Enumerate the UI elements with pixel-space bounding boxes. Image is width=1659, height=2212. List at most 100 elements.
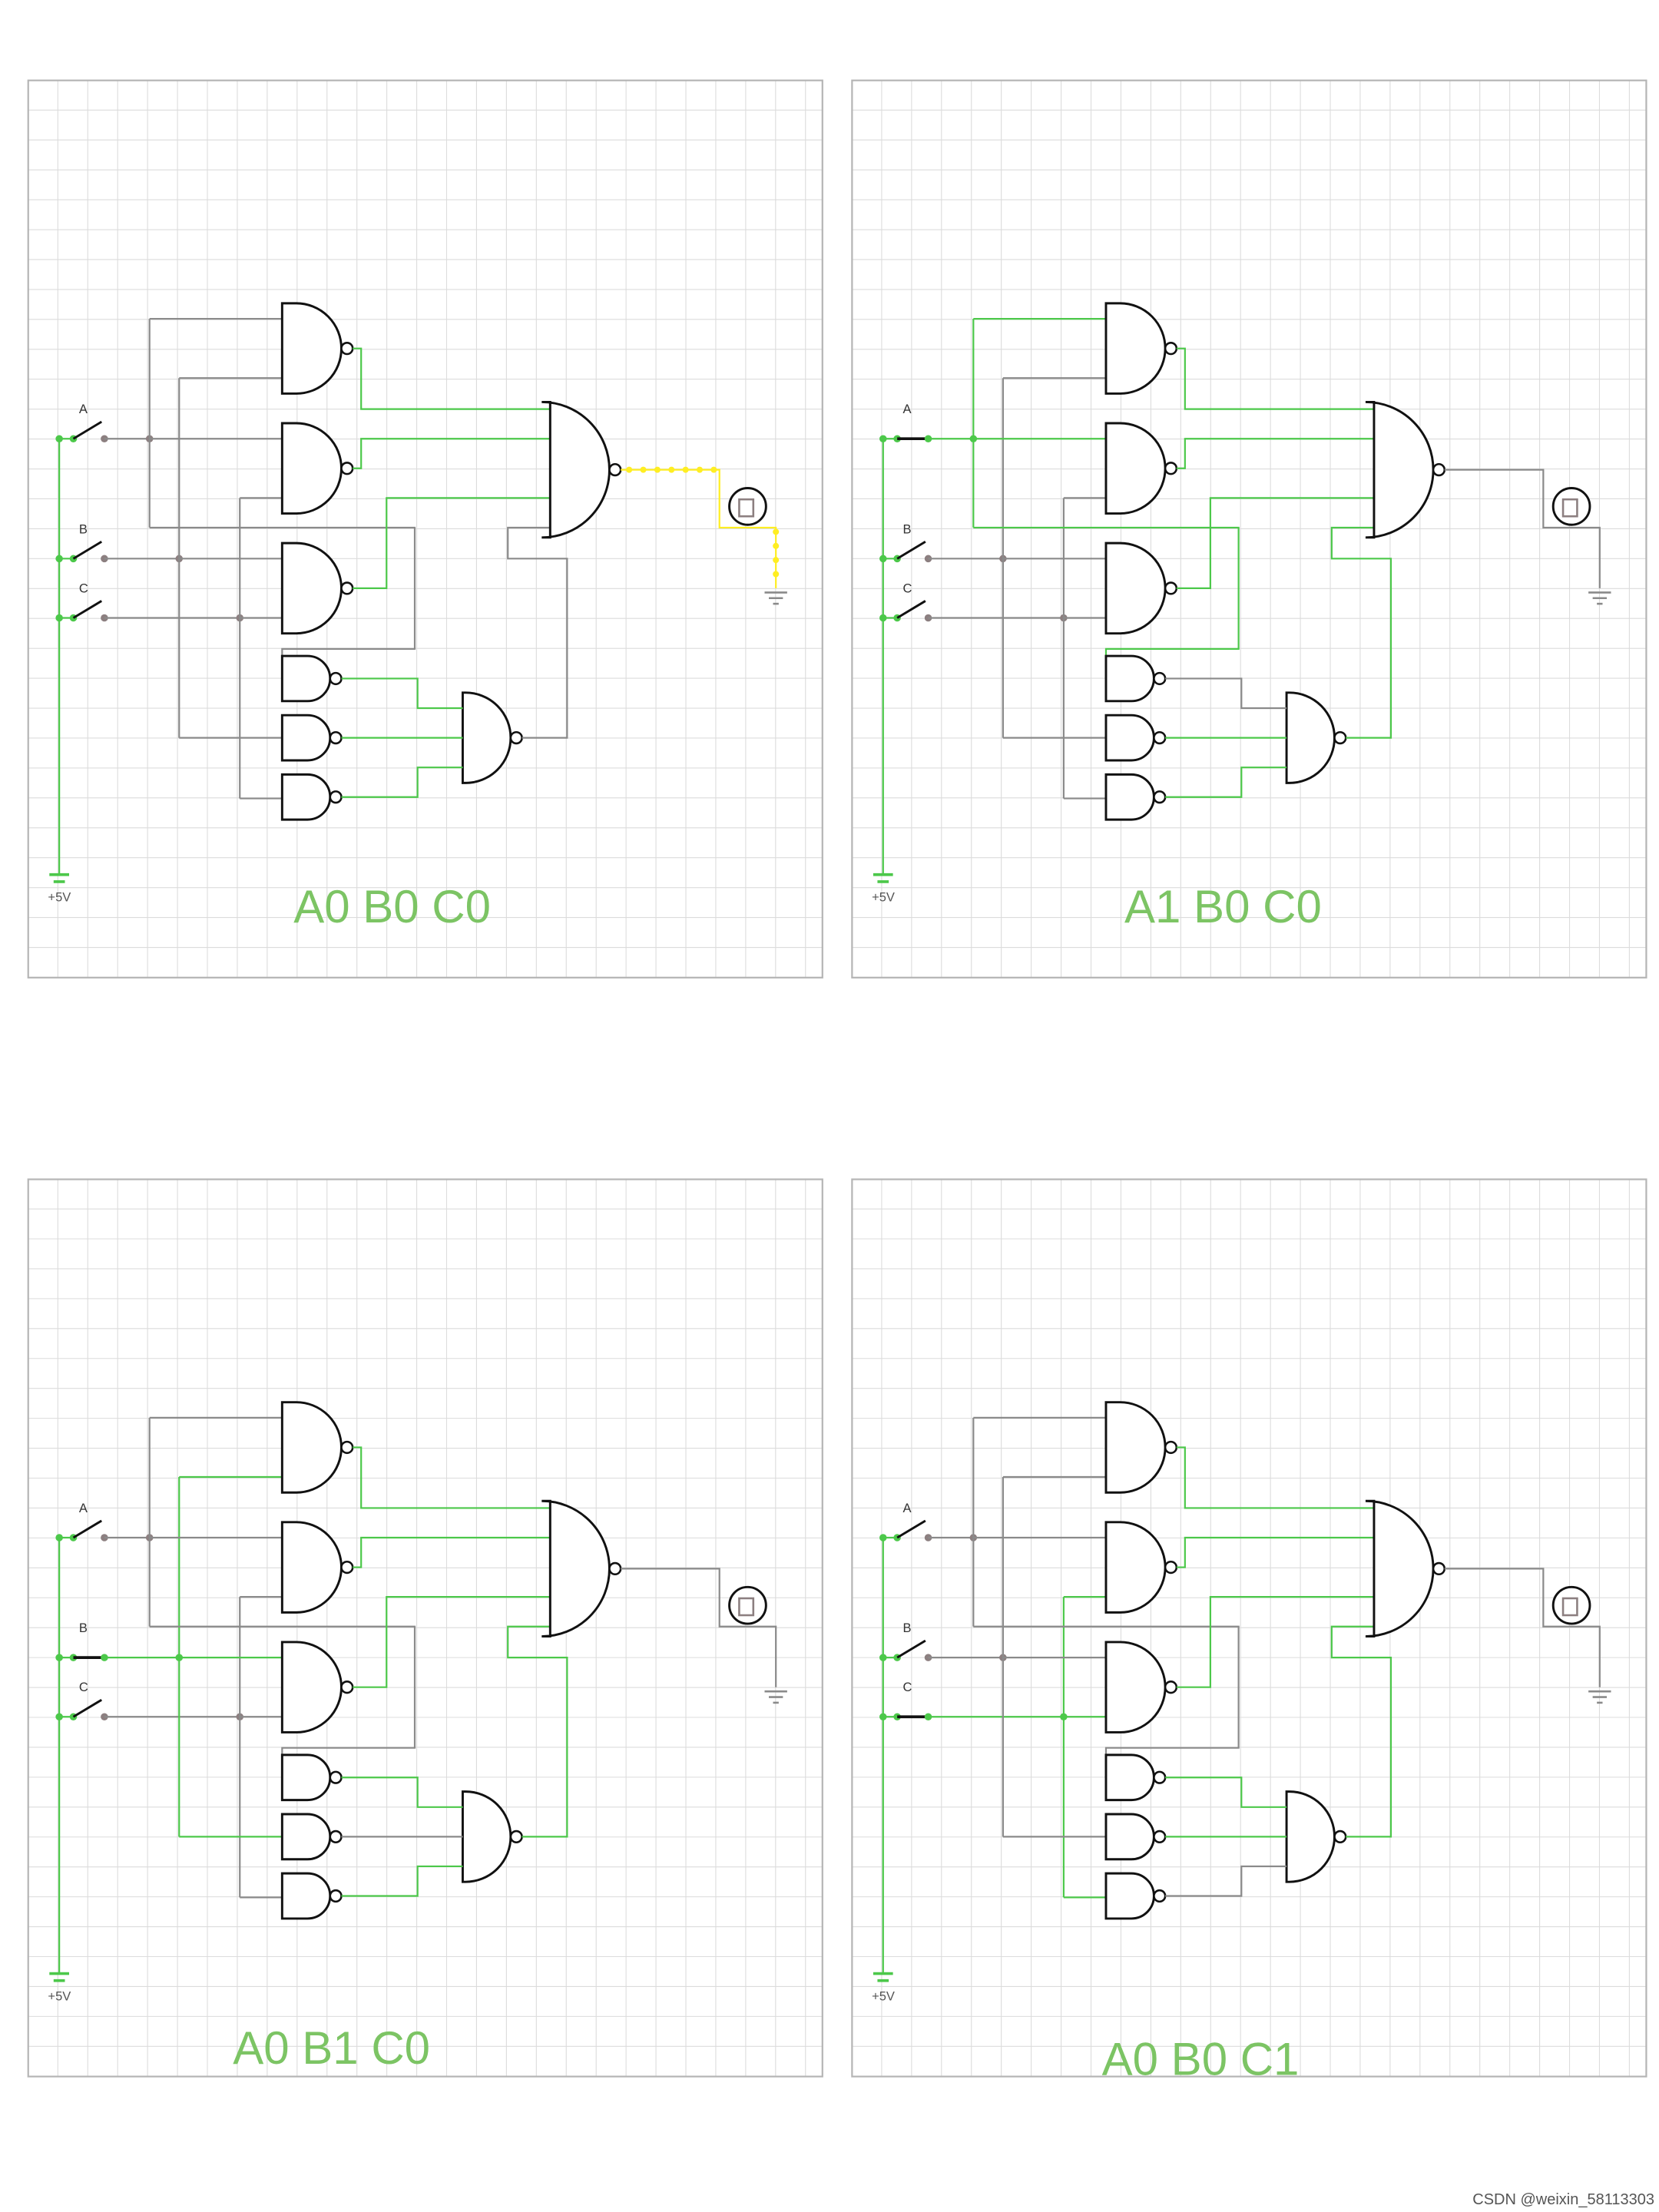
- switch-lever: [896, 1639, 926, 1659]
- switch-label: C: [902, 1680, 912, 1694]
- output-wire: [621, 1568, 777, 1687]
- nand-bubble: [340, 462, 354, 475]
- switch-lever: [896, 541, 926, 560]
- nand-gate-not-b: [280, 1813, 332, 1861]
- switch-label: B: [902, 1621, 911, 1635]
- lamp-icon: [1551, 1585, 1591, 1625]
- nand-bubble: [1432, 462, 1446, 477]
- wire: [1165, 677, 1287, 710]
- nand-bubble: [1153, 790, 1167, 804]
- lamp-filament: [738, 498, 755, 518]
- nand-bubble: [329, 790, 343, 804]
- glow-dot: [773, 542, 780, 549]
- glow-dot: [626, 466, 633, 473]
- nand-bubble: [509, 730, 523, 745]
- junction-dot: [924, 1654, 932, 1661]
- switch-label: B: [79, 522, 88, 536]
- lamp-filament: [1561, 498, 1578, 518]
- nand-gate-not-b: [1104, 1813, 1155, 1861]
- nand-gate-notabc: [1285, 1790, 1336, 1883]
- nand-bubble: [1153, 1830, 1167, 1844]
- switch-lever: [896, 1519, 926, 1539]
- nand-bubble: [329, 1770, 343, 1784]
- nand-bubble: [340, 1681, 354, 1694]
- lamp-filament: [738, 1597, 755, 1617]
- nand-bubble: [1333, 730, 1347, 745]
- wire: [353, 1446, 551, 1509]
- junction-dot: [879, 435, 887, 442]
- nand-bubble: [1164, 462, 1178, 475]
- junction-dot: [55, 1534, 63, 1541]
- nand-gate-not-c: [280, 773, 332, 821]
- wire: [1176, 1596, 1374, 1688]
- panel-border: [851, 79, 1647, 979]
- switch-label: C: [79, 581, 88, 595]
- wire: [353, 497, 551, 590]
- nand-bubble: [509, 1830, 523, 1844]
- junction-dot: [55, 1654, 63, 1661]
- nand-gate-not-a: [1104, 1753, 1155, 1802]
- glow-dot: [654, 466, 661, 473]
- junction-dot: [924, 614, 932, 622]
- grid: [852, 1179, 1647, 2077]
- junction-dot: [924, 1713, 932, 1721]
- junction-dot: [55, 555, 63, 563]
- junction-dot: [924, 435, 932, 442]
- power-label: +5V: [48, 890, 71, 905]
- nand-bubble: [1164, 342, 1178, 356]
- junction-dot: [924, 555, 932, 563]
- output-wire: [1444, 469, 1601, 588]
- switch-label: A: [902, 402, 911, 416]
- nand-bubble: [329, 1889, 343, 1903]
- panel-caption: A0 B0 C0: [293, 881, 491, 932]
- wire: [1176, 1446, 1374, 1509]
- wire: [1176, 1536, 1374, 1568]
- wire: [341, 677, 463, 710]
- nand-gate-not-b: [280, 714, 332, 762]
- nand-gate-final: [1365, 1499, 1435, 1638]
- switch-label: B: [79, 1621, 88, 1635]
- wire: [341, 767, 463, 798]
- nand-gate-ac: [1104, 1521, 1167, 1614]
- lamp-icon: [1551, 487, 1591, 526]
- nand-gate-not-c: [1104, 1872, 1155, 1920]
- wire: [341, 1777, 463, 1808]
- nand-gate-notabc: [461, 691, 512, 784]
- glow-dot: [710, 466, 717, 473]
- nand-gate-ab: [1104, 1401, 1167, 1494]
- glow-dot: [682, 466, 689, 473]
- glow-dot: [773, 557, 780, 564]
- wire: [1176, 438, 1374, 469]
- wire: [1330, 1625, 1392, 1838]
- wire: [353, 1536, 551, 1568]
- nand-bubble: [608, 1561, 622, 1576]
- nand-gate-not-a: [280, 654, 332, 703]
- nand-bubble: [340, 581, 354, 595]
- nand-gate-notabc: [461, 1790, 512, 1883]
- power-label: +5V: [48, 1988, 71, 2003]
- nand-gate-ac: [280, 1521, 343, 1614]
- nand-gate-ab: [1104, 302, 1167, 395]
- nand-bubble: [1164, 1681, 1178, 1694]
- wire: [507, 1625, 568, 1838]
- wire: [353, 347, 551, 410]
- grid: [28, 80, 823, 979]
- wire: [1176, 497, 1374, 590]
- nand-gate-ab: [280, 302, 343, 395]
- output-wire: [1444, 1568, 1601, 1687]
- panel-caption: A0 B1 C0: [233, 2022, 430, 2074]
- nand-bubble: [1153, 1889, 1167, 1903]
- nand-bubble: [340, 342, 354, 356]
- power-label: +5V: [872, 890, 895, 905]
- panel-border: [27, 1178, 823, 2078]
- nand-gate-bc: [1104, 1641, 1167, 1734]
- nand-gate-ab: [280, 1401, 343, 1494]
- lamp-filament: [1561, 1597, 1578, 1617]
- wire: [353, 438, 551, 469]
- nand-gate-not-a: [1104, 654, 1155, 703]
- grid: [28, 1179, 823, 2077]
- switch-lever: [72, 541, 102, 560]
- glow-dot: [696, 466, 704, 473]
